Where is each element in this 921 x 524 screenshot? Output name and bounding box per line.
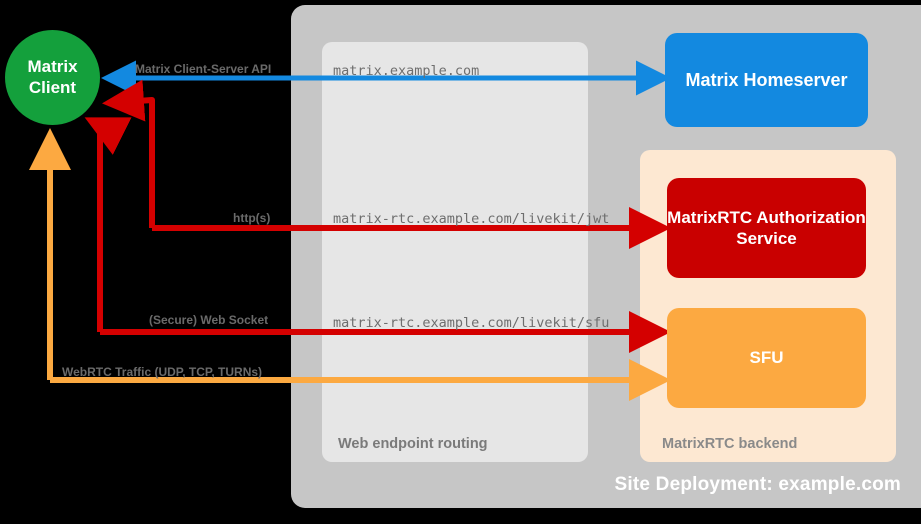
web-endpoint-routing-panel: Web endpoint routing xyxy=(322,42,588,462)
web-endpoint-routing-label: Web endpoint routing xyxy=(338,436,488,452)
endpoint-url-livekit-sfu: matrix-rtc.example.com/livekit/sfu xyxy=(333,315,610,331)
matrix-homeserver-label: Matrix Homeserver xyxy=(685,69,848,90)
matrixrtc-authorization-service-node[interactable]: MatrixRTC Authorization Service xyxy=(667,178,866,278)
matrix-client-node[interactable]: Matrix Client xyxy=(5,30,100,125)
connection-label-webrtc-traffic: WebRTC Traffic (UDP, TCP, TURNs) xyxy=(62,365,263,379)
sfu-node[interactable]: SFU xyxy=(667,308,866,408)
site-deployment-label: Site Deployment: example.com xyxy=(614,474,901,495)
matrix-client-label-line1: Matrix xyxy=(27,57,78,77)
connection-label-secure-web-socket: (Secure) Web Socket xyxy=(149,313,269,327)
connection-label-matrix-client-server-api: Matrix Client-Server API xyxy=(135,62,272,76)
wire-http-s-return xyxy=(102,79,155,228)
connection-label-http-s: http(s) xyxy=(233,211,271,225)
wire-secure-web-socket-return xyxy=(84,117,132,332)
sfu-label: SFU xyxy=(749,348,784,368)
matrixrtc-backend-label: MatrixRTC backend xyxy=(662,436,798,452)
matrixrtc-authorization-service-label: MatrixRTC Authorization Service xyxy=(667,207,866,248)
endpoint-url-livekit-jwt: matrix-rtc.example.com/livekit/jwt xyxy=(333,211,610,227)
endpoint-url-matrix: matrix.example.com xyxy=(333,63,480,79)
matrix-client-label: Matrix Client xyxy=(27,57,77,98)
matrix-homeserver-node[interactable]: Matrix Homeserver xyxy=(665,33,868,127)
matrix-client-label-line2: Client xyxy=(28,77,77,97)
